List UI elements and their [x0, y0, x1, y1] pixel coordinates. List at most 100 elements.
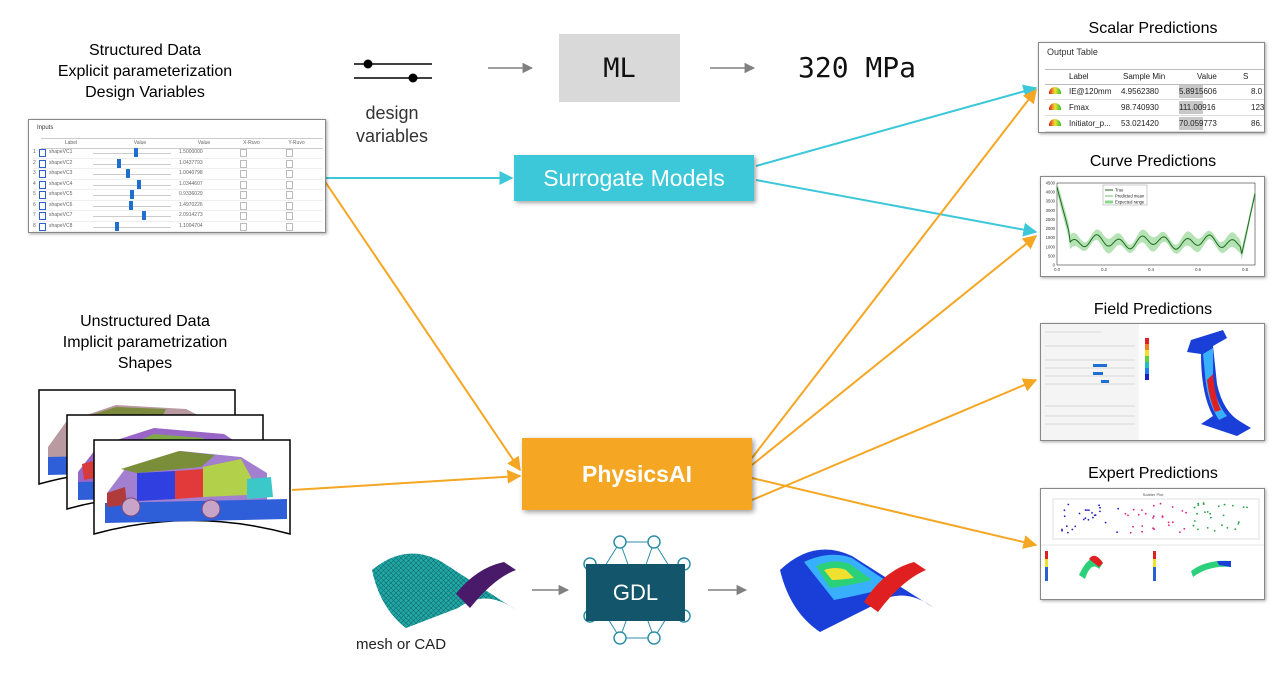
row-slider-handle[interactable] — [130, 190, 134, 199]
row-slider[interactable] — [93, 184, 171, 186]
scalar-col-label: Label — [1069, 72, 1089, 81]
unstructured-line-1: Unstructured Data — [80, 313, 210, 330]
inputs-col-xruvo: X-Ruvo — [243, 140, 260, 146]
curve-predicted-mean-line — [1056, 186, 1256, 254]
row-value: 1.0040798 — [179, 170, 203, 176]
expert-scatter-point — [1213, 530, 1216, 532]
row-checkbox[interactable] — [39, 159, 46, 168]
ml-label: ML — [603, 52, 636, 84]
row-slider[interactable] — [93, 153, 171, 154]
design-variables-line-2: variables — [355, 126, 429, 146]
row-xruvo-checkbox[interactable] — [240, 170, 247, 178]
expert-scatter-point — [1234, 528, 1237, 530]
row-value: 1.4970226 — [179, 201, 203, 208]
row-value: 2.0914273 — [179, 212, 203, 218]
row-xruvo-checkbox[interactable] — [240, 159, 247, 168]
scalar-row-min: 53.021420 — [1121, 119, 1159, 128]
expert-scatter-point — [1067, 531, 1069, 534]
row-value: 0.9336029 — [179, 191, 203, 197]
row-label: shapeVC1 — [49, 149, 73, 155]
row-label: shapeVC5 — [49, 191, 73, 197]
expert-scatter-point — [1232, 504, 1234, 507]
row-slider-handle[interactable] — [115, 221, 120, 231]
row-slider[interactable] — [93, 226, 171, 228]
unstructured-data-header: Unstructured Data Implicit parametrizati… — [20, 311, 270, 374]
expert-scatter-point — [1141, 525, 1144, 527]
row-yruvo-checkbox[interactable] — [286, 149, 293, 157]
expert-scatter-point — [1067, 503, 1070, 506]
row-slider[interactable] — [93, 216, 171, 217]
row-slider[interactable] — [93, 163, 171, 165]
row-checkbox[interactable] — [39, 170, 46, 178]
curve-y-tick-label: 4500 — [1046, 181, 1056, 186]
row-slider-handle[interactable] — [133, 148, 138, 157]
row-slider-handle[interactable] — [126, 169, 131, 178]
row-slider-handle[interactable] — [128, 200, 133, 210]
expert-small-contour-right — [1153, 551, 1231, 581]
row-yruvo-checkbox[interactable] — [286, 201, 293, 210]
row-xruvo-checkbox[interactable] — [240, 180, 247, 189]
row-checkbox[interactable] — [39, 180, 46, 189]
row-yruvo-checkbox[interactable] — [286, 170, 293, 178]
row-label: shapeVC8 — [49, 222, 73, 229]
expert-scatter-point — [1197, 504, 1200, 506]
expert-scatter-point — [1217, 505, 1220, 508]
scalar-row-value-cell — [1179, 117, 1203, 130]
row-yruvo-checkbox[interactable] — [286, 159, 293, 168]
field-prediction-image — [1041, 324, 1251, 440]
row-value: 1.0344607 — [179, 180, 203, 187]
expert-scatter-point — [1063, 515, 1066, 518]
row-slider-handle[interactable] — [137, 179, 142, 189]
row-slider[interactable] — [93, 174, 171, 175]
expert-scatter-point — [1124, 512, 1127, 515]
expert-scatter-point — [1087, 518, 1090, 521]
row-slider-handle[interactable] — [141, 211, 146, 220]
expert-scatter-point — [1238, 521, 1240, 524]
expert-scatter-point — [1194, 520, 1196, 522]
physicsai-box: PhysicsAI — [522, 438, 752, 510]
row-checkbox[interactable] — [39, 222, 46, 231]
row-checkbox[interactable] — [39, 201, 46, 210]
curve-legend-label: Expected range — [1115, 200, 1145, 205]
car-card-front — [93, 439, 291, 535]
row-xruvo-checkbox[interactable] — [240, 222, 247, 231]
row-yruvo-checkbox[interactable] — [286, 212, 293, 220]
scalar-row-gauge-icon — [1049, 119, 1061, 126]
arrow-physicsai-to-expert — [751, 477, 1038, 549]
row-slider-handle[interactable] — [116, 158, 121, 168]
row-index: 7 — [33, 212, 36, 218]
curve-y-tick-label: 2500 — [1046, 217, 1056, 222]
row-yruvo-checkbox[interactable] — [286, 222, 293, 231]
row-xruvo-checkbox[interactable] — [240, 191, 247, 199]
row-xruvo-checkbox[interactable] — [240, 149, 247, 157]
row-xruvo-checkbox[interactable] — [240, 212, 247, 220]
unstructured-line-3: Shapes — [117, 355, 173, 372]
row-checkbox[interactable] — [39, 212, 46, 220]
curve-plot-frame — [1056, 182, 1256, 266]
row-yruvo-checkbox[interactable] — [286, 191, 293, 199]
expert-scatter-point — [1091, 512, 1093, 514]
expert-scatter-point — [1179, 531, 1181, 533]
expert-scatter-point — [1226, 527, 1229, 529]
expert-scatter-point — [1168, 524, 1170, 526]
scalar-col-value: Value — [1197, 72, 1217, 81]
row-value: 1.0437793 — [179, 159, 203, 166]
row-checkbox[interactable] — [39, 149, 46, 157]
row-xruvo-checkbox[interactable] — [240, 201, 247, 210]
row-yruvo-checkbox[interactable] — [286, 180, 293, 189]
inputs-col-value: Value — [197, 140, 211, 146]
row-checkbox[interactable] — [39, 191, 46, 199]
expert-scatter-point — [1193, 506, 1196, 509]
